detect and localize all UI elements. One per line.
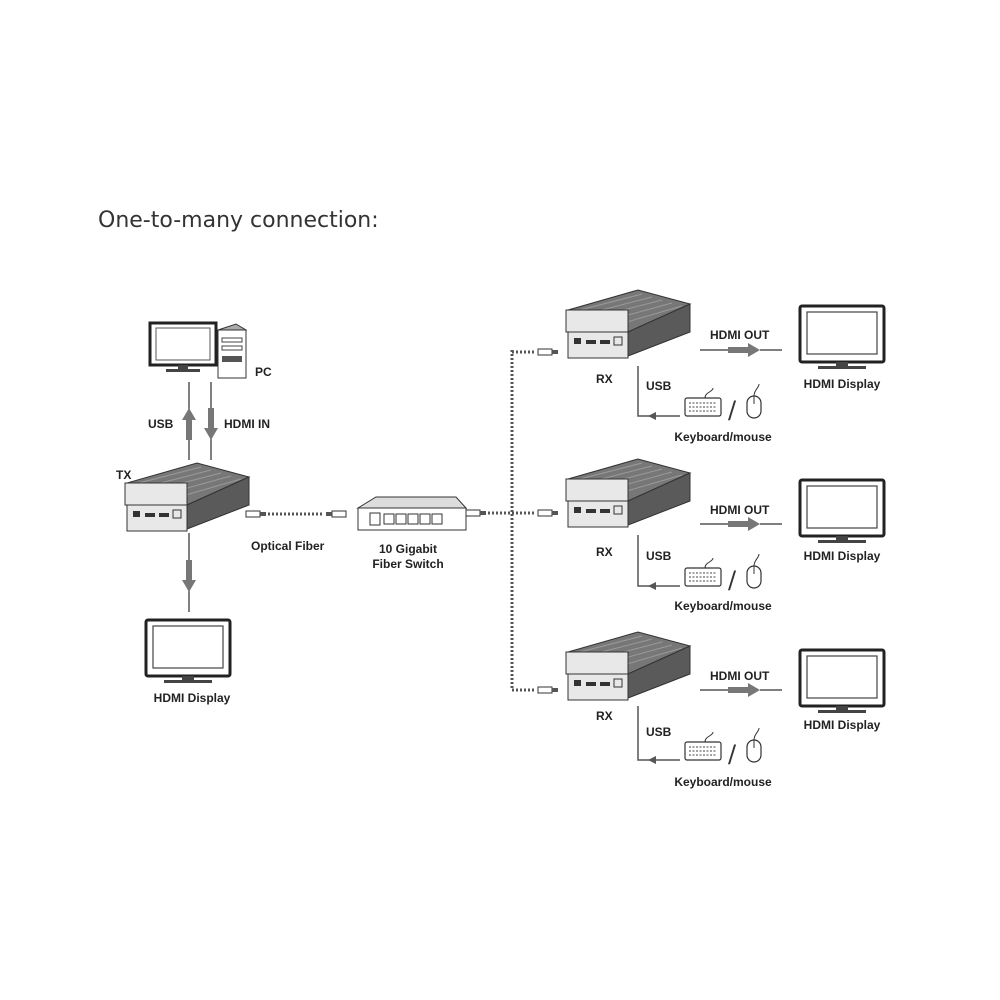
slash-separator: /	[728, 566, 737, 594]
mouse-icon	[746, 553, 762, 589]
arrow-icon	[728, 343, 760, 357]
receiver-device	[565, 631, 691, 701]
hdmi-out-label: HDMI OUT	[710, 503, 770, 517]
usb-arrow-icon	[648, 582, 656, 590]
tx-monitor-icon	[144, 618, 232, 685]
diagram-title: One-to-many connection:	[98, 208, 379, 233]
slash-separator: /	[728, 740, 737, 768]
receiver-device	[565, 289, 691, 359]
hdmi-out-arrow-icon	[182, 533, 196, 612]
keyboard-icon	[684, 557, 722, 587]
tx-display-label: HDMI Display	[154, 691, 231, 705]
tx-label: TX	[116, 468, 131, 482]
arrow-icon	[728, 517, 760, 531]
rx3-fiber-plug	[537, 686, 559, 694]
usb-label: USB	[646, 549, 672, 563]
peripheral-label: Keyboard/mouse	[674, 775, 772, 789]
switch-fiber-plug	[325, 510, 347, 518]
hdmi-down-arrow-icon	[204, 382, 218, 460]
usb-up-arrow-icon	[182, 382, 196, 460]
mouse-icon	[746, 383, 762, 419]
peripheral-label: Keyboard/mouse	[674, 599, 772, 613]
hdmi-out-label: HDMI OUT	[710, 669, 770, 683]
rx1-fiber-plug	[537, 348, 559, 356]
receiver-device	[565, 458, 691, 528]
optical-fiber-label: Optical Fiber	[251, 539, 325, 553]
usb-tx-label: USB	[148, 417, 174, 431]
keyboard-icon	[684, 731, 722, 761]
usb-label: USB	[646, 379, 672, 393]
switch-label-line1: 10 Gigabit	[379, 542, 437, 556]
hdmi-in-label: HDMI IN	[224, 417, 270, 431]
pc-label: PC	[255, 365, 272, 379]
rx-label: RX	[596, 709, 613, 723]
receiver-group-3: RX HDMI OUT HDMI Display USB / Keyboard/…	[565, 631, 886, 789]
monitor-icon	[798, 648, 886, 715]
hdmi-display-label: HDMI Display	[804, 549, 881, 563]
mouse-icon	[746, 727, 762, 763]
slash-separator: /	[728, 396, 737, 424]
monitor-icon	[798, 304, 886, 371]
switch-label-line2: Fiber Switch	[372, 557, 443, 571]
receiver-group-1: RX HDMI OUT HDMI Display USB / Keyboard/…	[565, 289, 886, 444]
hdmi-display-label: HDMI Display	[804, 377, 881, 391]
usb-label: USB	[646, 725, 672, 739]
rx2-fiber-plug	[537, 509, 559, 517]
tx-fiber-plug	[245, 510, 267, 518]
receiver-group-2: RX HDMI OUT HDMI Display USB / Keyboard/…	[565, 458, 886, 613]
arrow-icon	[728, 683, 760, 697]
transmitter-device	[124, 462, 250, 532]
switch-out-plug	[465, 509, 487, 517]
rx-label: RX	[596, 372, 613, 386]
pc-icon	[148, 321, 248, 379]
keyboard-icon	[684, 387, 722, 417]
usb-arrow-icon	[648, 412, 656, 420]
fiber-switch-icon	[356, 496, 468, 531]
rx-label: RX	[596, 545, 613, 559]
monitor-icon	[798, 478, 886, 545]
peripheral-label: Keyboard/mouse	[674, 430, 772, 444]
hdmi-out-label: HDMI OUT	[710, 328, 770, 342]
usb-arrow-icon	[648, 756, 656, 764]
hdmi-display-label: HDMI Display	[804, 718, 881, 732]
